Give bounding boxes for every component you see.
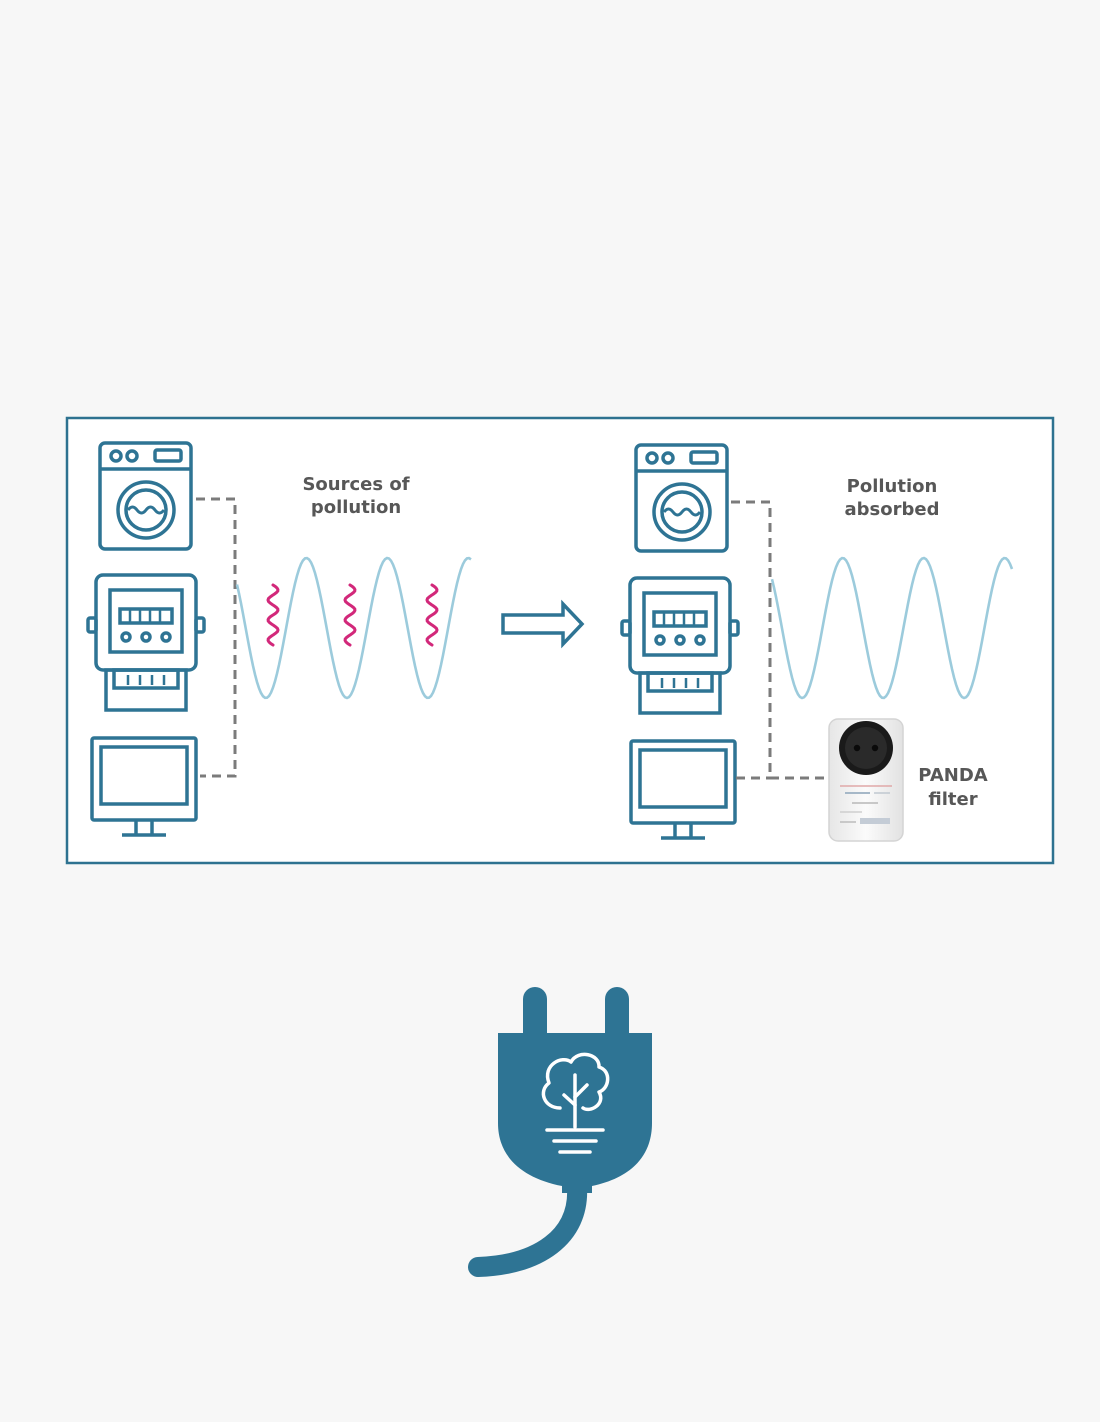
noise-ripple [425, 583, 439, 647]
noise-ripple [343, 583, 357, 647]
noise-ripple [266, 583, 280, 647]
sources-label-line1: Sources of [302, 474, 409, 495]
electric-meter-icon [620, 576, 740, 715]
monitor-icon [629, 739, 737, 840]
connector-line [196, 497, 237, 778]
absorbed-label-line1: Pollution [847, 476, 938, 497]
arrow-right-icon [501, 599, 585, 649]
noise-ripples [266, 583, 439, 647]
filter-device-icon [828, 718, 904, 842]
connector-line [731, 500, 828, 780]
left-panel: Sources of pollution [86, 441, 472, 837]
electric-meter-icon [86, 573, 206, 712]
plug-cable [468, 1177, 588, 1277]
washing-machine-icon [634, 443, 729, 553]
eco-plug-icon [468, 987, 652, 1277]
filter-label-line2: filter [928, 789, 977, 810]
washing-machine-icon [98, 441, 193, 551]
tree-icon [541, 1052, 610, 1154]
polluted-wave [235, 556, 472, 700]
monitor-icon [90, 736, 198, 837]
clean-wave [770, 556, 1014, 700]
sources-label-line2: pollution [311, 497, 401, 518]
right-panel: Pollution absorbed PANDA [620, 443, 1014, 842]
filter-label-line1: PANDA [918, 765, 987, 786]
absorbed-label-line2: absorbed [845, 499, 940, 520]
diagram: Sources of pollution [65, 416, 1055, 865]
